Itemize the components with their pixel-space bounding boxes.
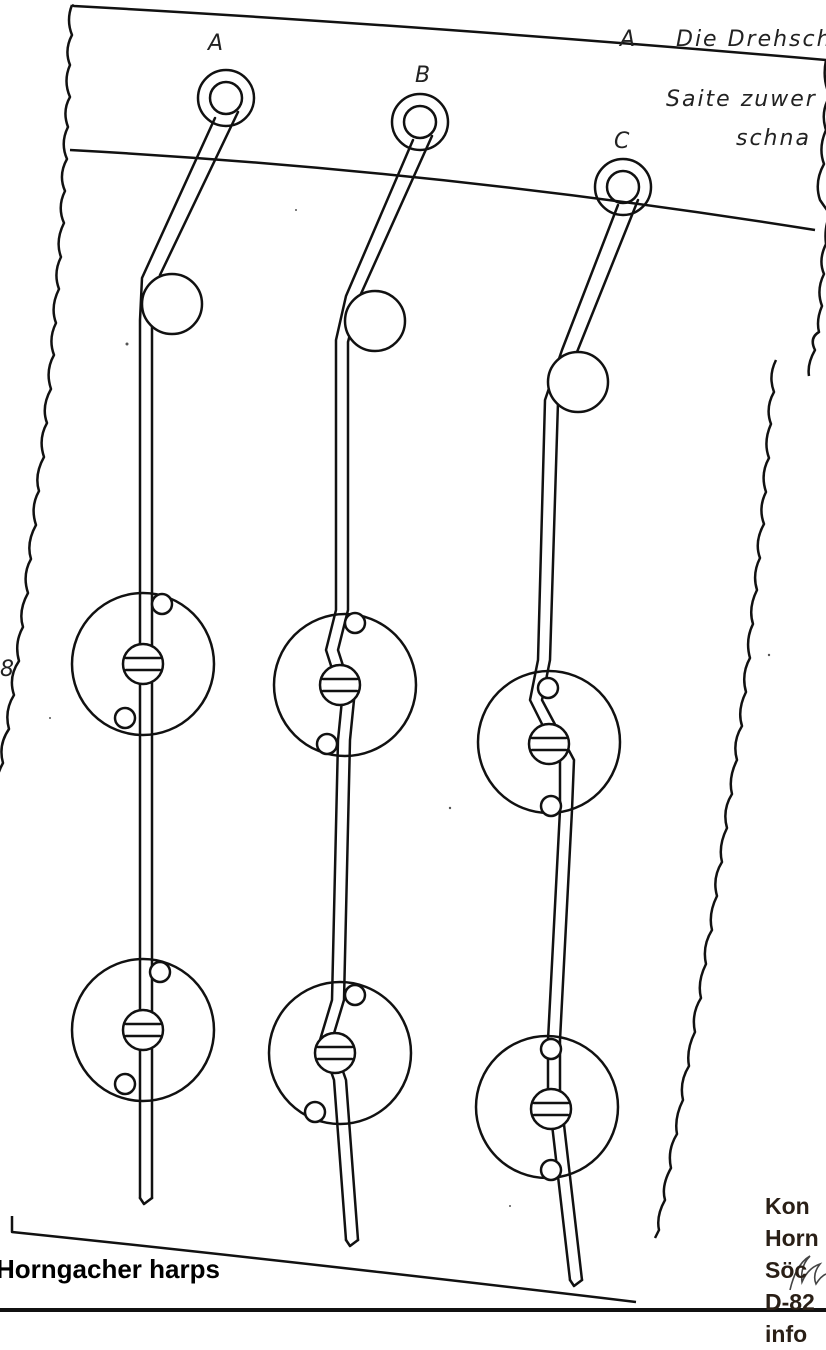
disc-c1-pin-bottom bbox=[539, 794, 563, 818]
disc-a2-pin-bottom bbox=[113, 1072, 137, 1096]
note-line3: schna bbox=[736, 126, 811, 151]
label-a: A bbox=[206, 31, 223, 56]
contact-line-1: Kon bbox=[765, 1193, 810, 1219]
disc-a1-pin-top bbox=[150, 592, 174, 616]
note-line1: Die Drehsch bbox=[676, 27, 826, 52]
lever-assembly-c bbox=[474, 157, 653, 1288]
contact-block: Kon Horn Söc D-82 info bbox=[765, 1190, 819, 1350]
disc-a2 bbox=[70, 957, 216, 1103]
disc-b2 bbox=[267, 980, 413, 1126]
label-side: 8 bbox=[0, 657, 14, 682]
tuning-eye-b-outer bbox=[390, 92, 450, 152]
tuning-eye-c-inner bbox=[605, 169, 641, 205]
contact-line-3: Söc bbox=[765, 1257, 808, 1283]
disc-c1-screw bbox=[527, 722, 571, 766]
lever-assembly-b bbox=[267, 92, 450, 1248]
signature-mark bbox=[789, 1255, 826, 1291]
tuning-eye-a-inner bbox=[208, 80, 244, 116]
wire-a-end bbox=[138, 1196, 154, 1206]
disc-b2-pin-top bbox=[343, 983, 367, 1007]
disc-a1-screw bbox=[121, 642, 165, 686]
contact-line-5: info bbox=[765, 1321, 808, 1347]
wire-a bbox=[138, 116, 217, 1200]
paper-outline bbox=[0, 3, 826, 1304]
wire-c-end bbox=[568, 1278, 584, 1288]
label-c: C bbox=[614, 129, 630, 154]
brand-caption: Horngacher harps bbox=[0, 1254, 220, 1284]
disc-b2-pin-bottom bbox=[303, 1100, 327, 1124]
disc-b1-pin-bottom bbox=[315, 732, 339, 756]
contact-line-2: Horn bbox=[765, 1225, 819, 1251]
disc-b1-pin-top bbox=[343, 611, 367, 635]
disc-c1-pin-top bbox=[536, 676, 560, 700]
disc-b1-screw bbox=[318, 663, 362, 707]
disc-a1 bbox=[70, 591, 216, 737]
harp-lever-drawing: A B C 8 A Die Drehsch Saite zuwer schna bbox=[0, 3, 826, 1312]
disc-c2-screw bbox=[529, 1087, 573, 1131]
note-letter: A bbox=[618, 27, 637, 52]
wire-b-end bbox=[344, 1238, 360, 1248]
note-line2: Saite zuwer bbox=[666, 87, 817, 112]
bridge-pin-a bbox=[140, 272, 204, 336]
tuning-eye-a-outer bbox=[196, 68, 256, 128]
disc-a2-screw bbox=[121, 1008, 165, 1052]
disc-b2-screw bbox=[313, 1031, 357, 1075]
disc-c2-pin-bottom bbox=[539, 1158, 563, 1182]
disc-a2-pin-top bbox=[148, 960, 172, 984]
bridge-pin-c bbox=[546, 350, 610, 414]
tuning-eye-c-outer bbox=[593, 157, 653, 217]
ink-specks bbox=[49, 209, 771, 1207]
contact-line-4: D-82 bbox=[765, 1289, 815, 1315]
bridge-pin-b bbox=[343, 289, 407, 353]
tuning-eye-b-inner bbox=[402, 104, 438, 140]
label-b: B bbox=[415, 63, 430, 88]
disc-b1 bbox=[272, 612, 418, 758]
lever-assembly-a bbox=[70, 68, 256, 1206]
disc-a1-pin-bottom bbox=[113, 706, 137, 730]
disc-c2-pin-top bbox=[539, 1037, 563, 1061]
